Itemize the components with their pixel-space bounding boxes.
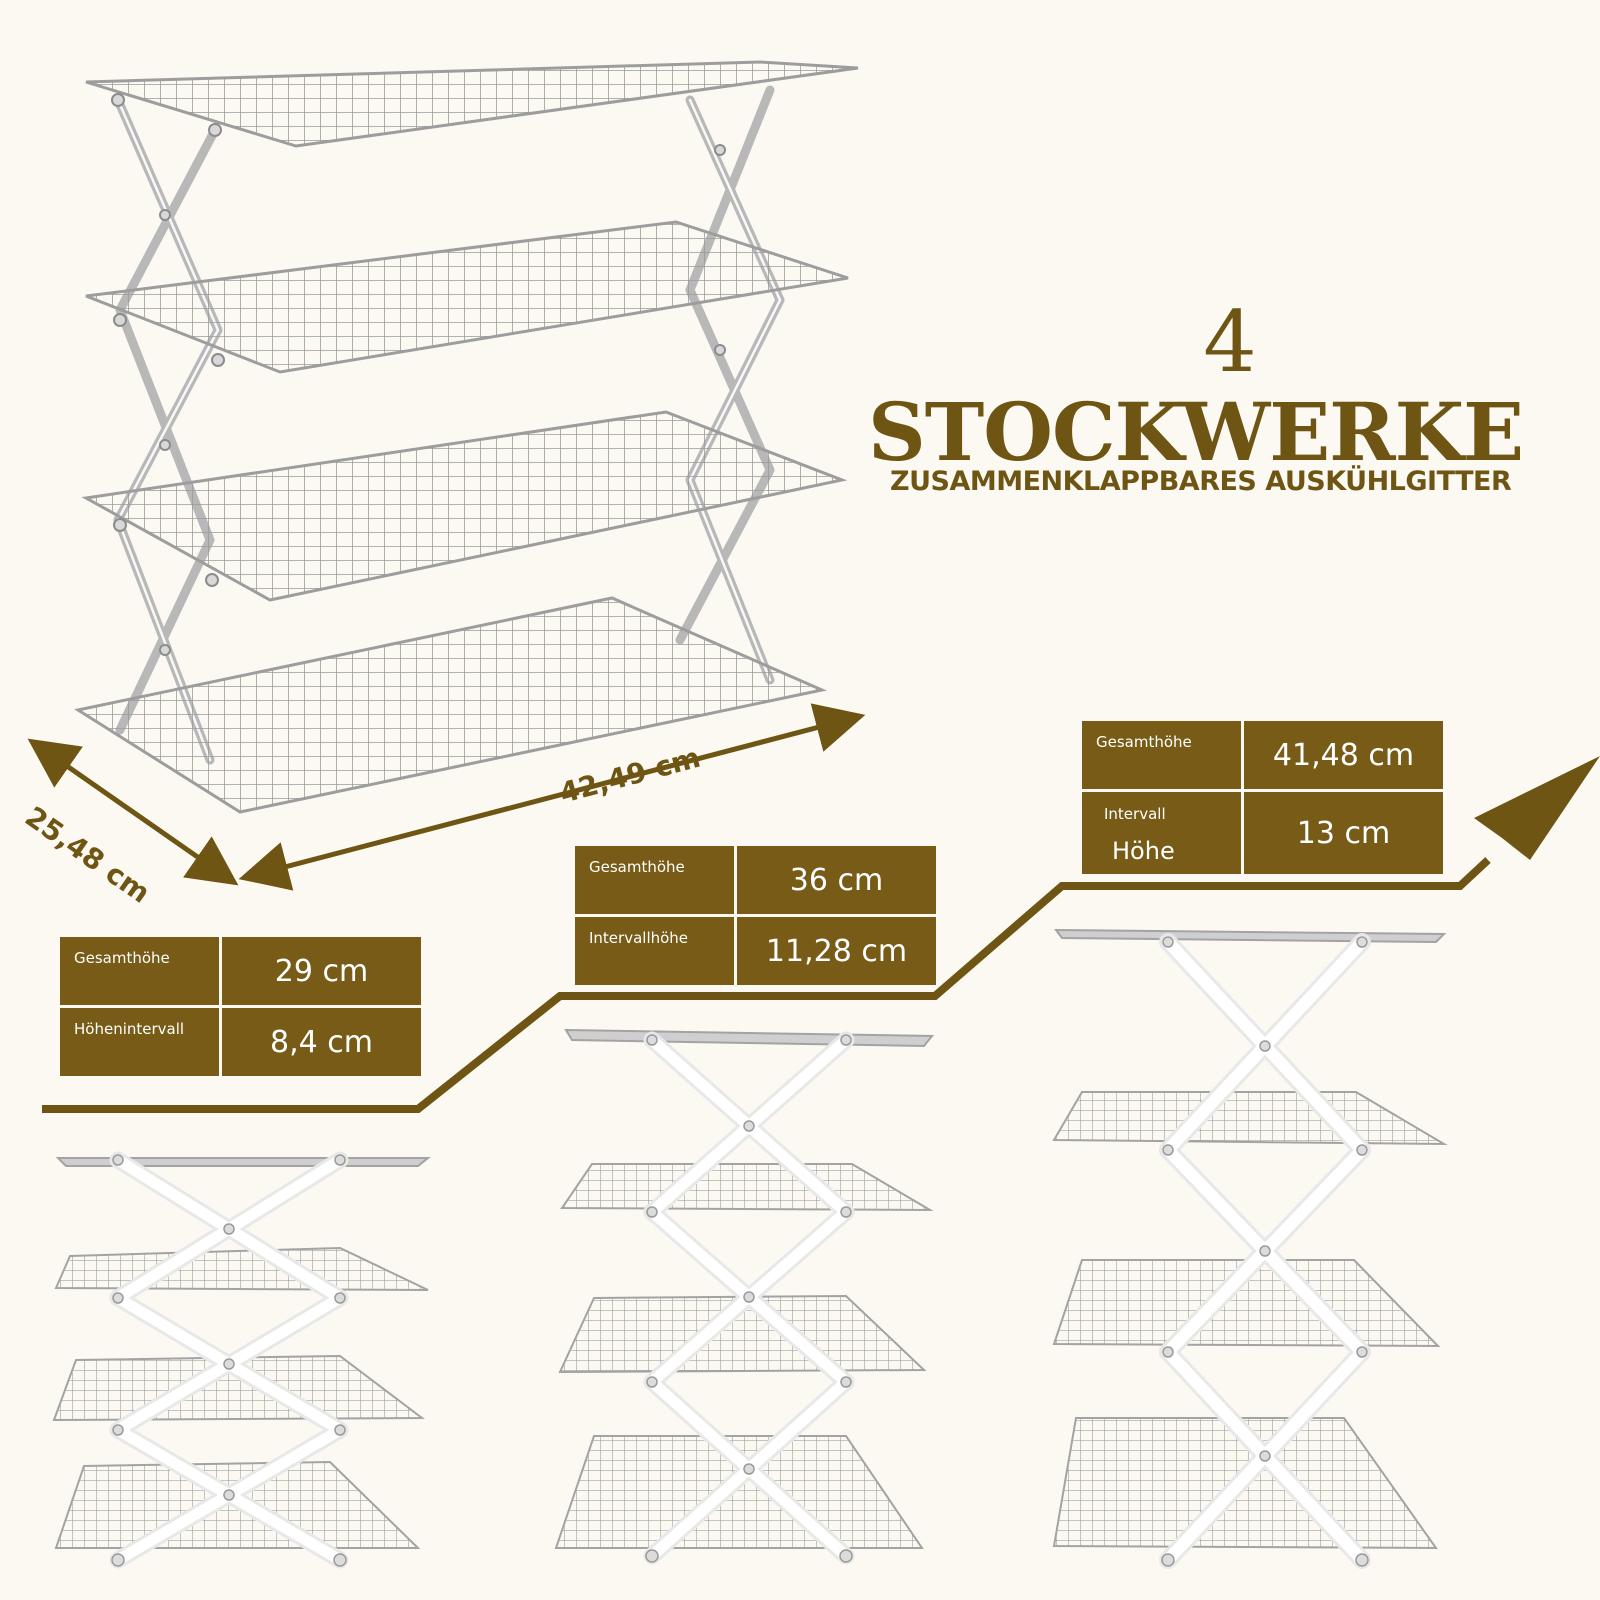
rack-small xyxy=(52,1151,431,1569)
rack-tall xyxy=(1052,928,1448,1569)
total-height-value: 36 cm xyxy=(737,846,936,914)
total-height-label: Gesamthöhe xyxy=(60,937,219,1005)
shelf-3 xyxy=(81,410,848,602)
total-height-value: 41,48 cm xyxy=(1244,721,1443,789)
interval-height-label: Intervallhöhe xyxy=(575,917,734,985)
shelf-1 xyxy=(85,60,859,148)
interval-height-value: 13 cm xyxy=(1244,792,1443,875)
shelf-2 xyxy=(85,220,849,374)
total-height-label: Gesamthöhe xyxy=(1082,721,1241,789)
interval-height-label: Intervall Höhe xyxy=(1082,792,1241,875)
title-subtitle: ZUSAMMENKLAPPBARES AUSKÜHLGITTER xyxy=(890,466,1512,497)
interval-height-value: 8,4 cm xyxy=(222,1008,421,1076)
title-main: STOCKWERKE xyxy=(868,385,1524,479)
shelf-4 xyxy=(74,596,827,814)
interval-height-value: 11,28 cm xyxy=(737,917,936,985)
rack-medium xyxy=(554,1028,935,1565)
title-number: 4 xyxy=(1203,293,1257,391)
total-height-value: 29 cm xyxy=(222,937,421,1005)
large-rack xyxy=(74,60,859,814)
dimension-arrows xyxy=(27,703,866,891)
interval-height-label: Höhenintervall xyxy=(60,1008,219,1076)
step-line xyxy=(42,756,1600,1113)
interval-label-line2: Höhe xyxy=(1112,836,1175,865)
spec-table-medium: Gesamthöhe 36 cm Intervallhöhe 11,28 cm xyxy=(572,843,939,988)
total-height-label: Gesamthöhe xyxy=(575,846,734,914)
spec-table-small: Gesamthöhe 29 cm Höhenintervall 8,4 cm xyxy=(57,934,424,1079)
spec-table-tall: Gesamthöhe 41,48 cm Intervall Höhe 13 cm xyxy=(1079,718,1446,877)
interval-label-line1: Intervall xyxy=(1104,805,1166,823)
